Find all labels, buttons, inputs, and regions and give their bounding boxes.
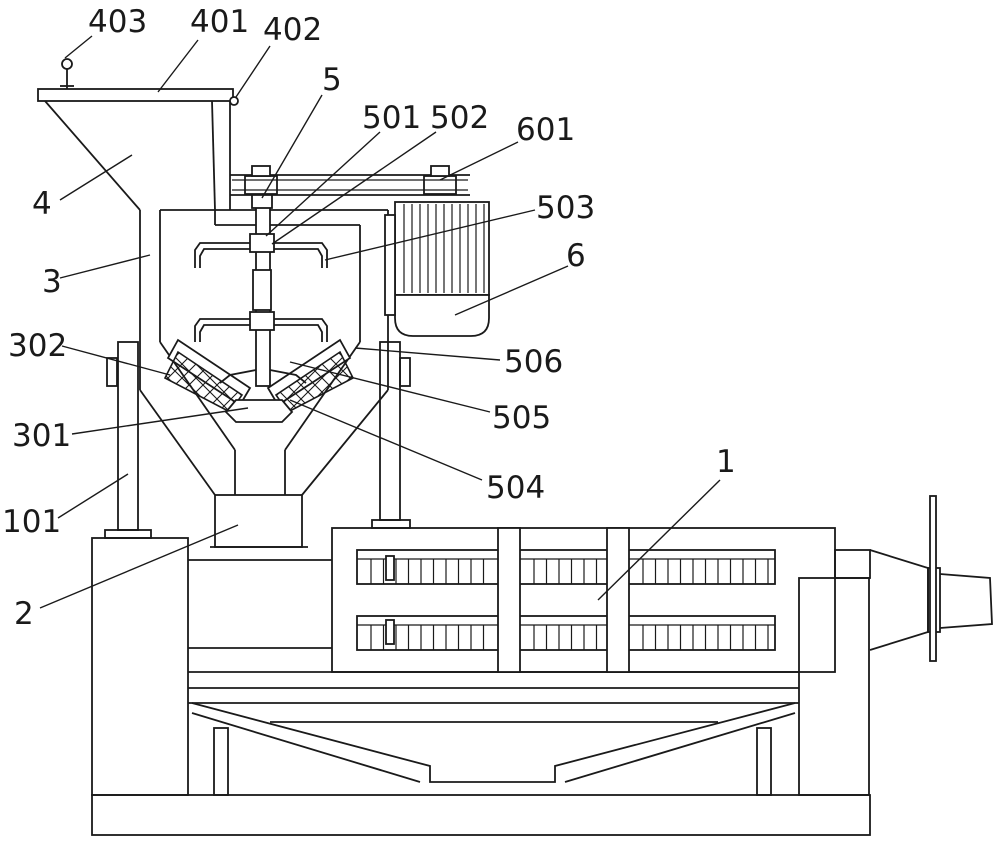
label-505: 505 — [492, 400, 551, 436]
label-302: 302 — [8, 328, 67, 364]
motor — [385, 202, 489, 336]
label-403: 403 — [88, 4, 147, 40]
label-2: 2 — [14, 596, 34, 632]
label-301: 301 — [12, 418, 71, 454]
label-4: 4 — [32, 186, 52, 222]
label-101: 101 — [2, 504, 61, 540]
discharge-outlet — [835, 496, 992, 661]
base-frame — [92, 538, 870, 835]
press-chamber — [332, 528, 835, 672]
label-504: 504 — [486, 470, 545, 506]
label-502: 502 — [430, 100, 489, 136]
label-601: 601 — [516, 112, 575, 148]
label-3: 3 — [42, 264, 62, 300]
label-5: 5 — [322, 62, 342, 98]
feed-inlet — [215, 495, 302, 547]
label-402: 402 — [263, 12, 322, 48]
label-503: 503 — [536, 190, 595, 226]
label-506: 506 — [504, 344, 563, 380]
label-401: 401 — [190, 4, 249, 40]
label-6: 6 — [566, 238, 586, 274]
hopper — [38, 59, 238, 210]
label-501: 501 — [362, 100, 421, 136]
label-1: 1 — [716, 444, 736, 480]
